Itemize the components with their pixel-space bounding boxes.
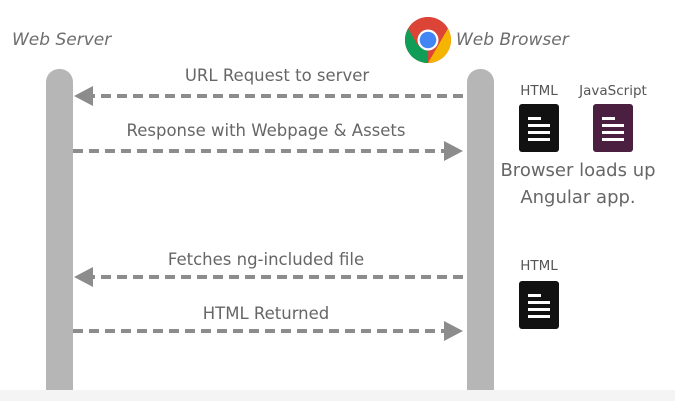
response-arrowhead <box>444 141 463 161</box>
chrome-logo-icon <box>404 17 452 64</box>
browser-load-note-line-2: Angular app. <box>520 187 636 208</box>
web-browser-lifeline <box>467 69 494 401</box>
html-returned-label: HTML Returned <box>202 304 330 323</box>
bottom-band <box>0 390 675 401</box>
url-request-label: URL Request to server <box>184 66 370 85</box>
fetch-include-arrowhead <box>74 267 93 287</box>
web-browser-label: Web Browser <box>456 30 569 50</box>
fetch-include-label: Fetches ng-included file <box>167 250 365 269</box>
html-document-icon <box>519 104 559 152</box>
javascript-document-icon <box>593 104 633 152</box>
html-returned-arrowhead <box>444 321 463 341</box>
web-server-lifeline <box>46 69 73 401</box>
url-request-arrowhead <box>74 86 93 106</box>
js-file-label: JavaScript <box>579 83 647 99</box>
browser-load-note-line-1: Browser loads up <box>500 160 656 181</box>
web-server-label: Web Server <box>12 30 112 50</box>
browser-load-note: Browser loads up Angular app. <box>500 157 655 211</box>
html-file-label-2: HTML <box>520 258 558 274</box>
response-label: Response with Webpage & Assets <box>126 121 406 140</box>
html-document-icon-2 <box>519 281 559 329</box>
html-file-label-1: HTML <box>520 83 558 99</box>
